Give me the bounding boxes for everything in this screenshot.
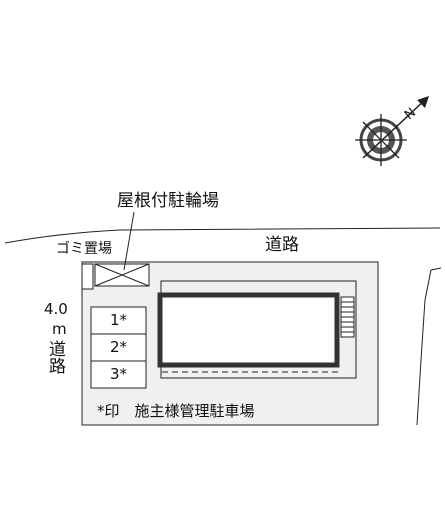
legend-text: *印 施主様管理駐車場 — [97, 402, 255, 420]
road-width-label: 4.0 — [44, 300, 68, 318]
garbage-area — [81, 263, 94, 290]
bicycle-shelter-label: 屋根付駐輪場 — [117, 191, 219, 211]
parking-label-2: 2* — [110, 338, 128, 356]
bicycle-shelter-cross-2 — [94, 263, 150, 287]
road-width-unit: m — [52, 320, 67, 338]
shelter-leader-line — [123, 211, 135, 271]
garbage-label: ゴミ置場 — [56, 241, 112, 257]
road-top-label: 道路 — [265, 235, 299, 255]
parking-label-3: 3* — [110, 365, 128, 383]
parking-label-1: 1* — [110, 311, 128, 329]
road-edge-right-tick — [430, 267, 442, 271]
stairs — [340, 296, 355, 338]
compass-icon: N — [355, 96, 429, 166]
road-edge-right — [416, 269, 432, 426]
road-left-label: 道路 — [45, 340, 65, 374]
building — [157, 292, 340, 368]
parking-space-3 — [90, 360, 147, 389]
road-edge-top — [4, 227, 441, 244]
parking-space-2 — [90, 333, 147, 362]
